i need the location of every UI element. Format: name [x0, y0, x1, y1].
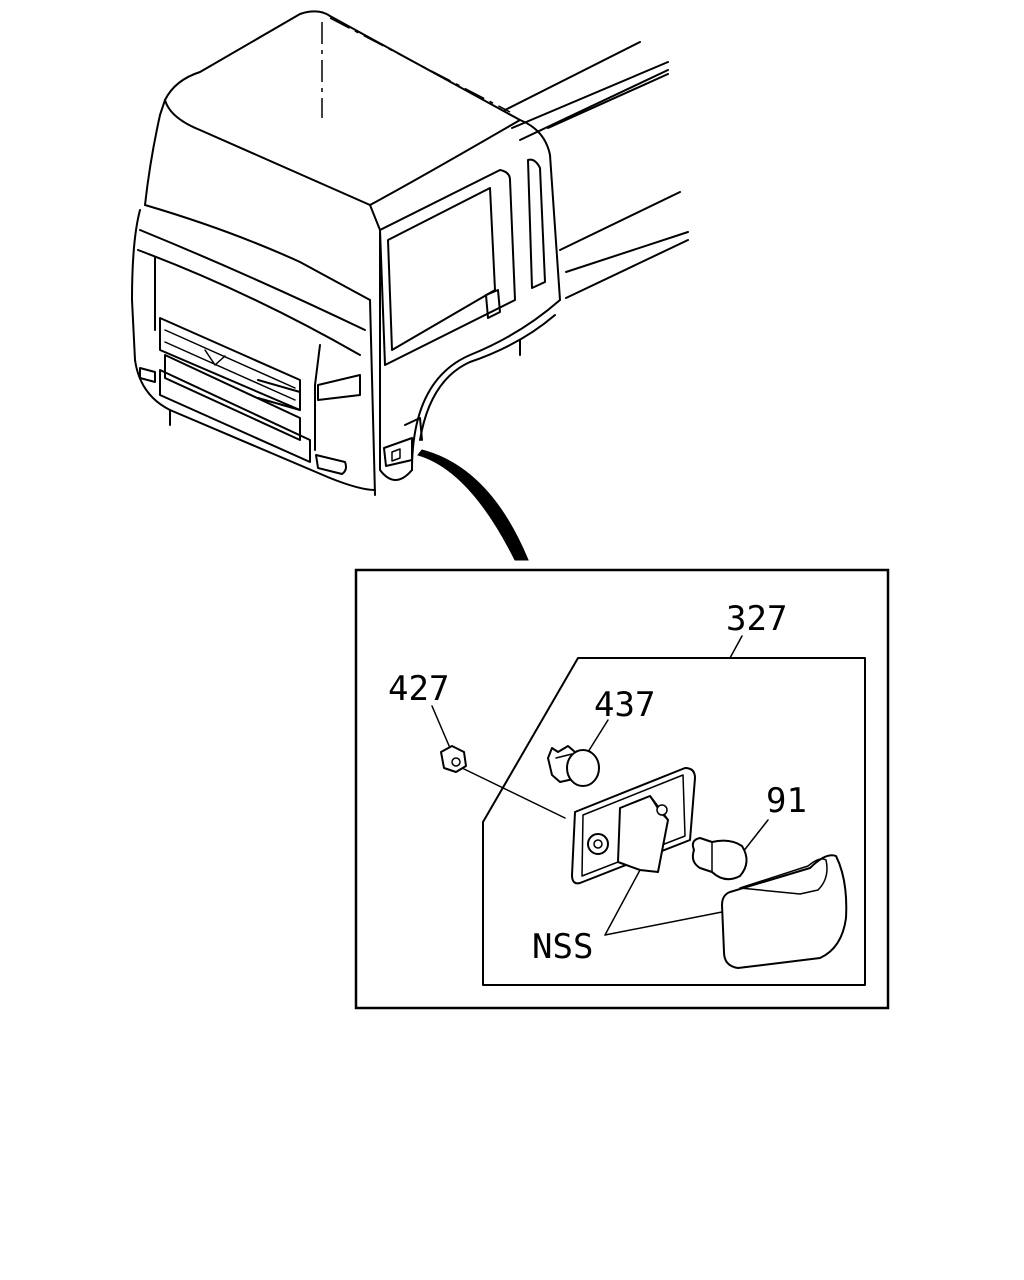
assembly-bracket [482, 657, 866, 986]
socket-part [547, 745, 600, 787]
bulb-part [691, 837, 748, 881]
callout-socket: 437 [594, 685, 655, 725]
truck-cab-illustration [131, 10, 689, 561]
lamp-housing [571, 767, 696, 885]
detail-frame [354, 568, 890, 1010]
callout-nut: 427 [388, 669, 449, 709]
lens-part [721, 854, 848, 969]
callout-not-serviced: NSS [532, 927, 593, 967]
callout-assembly: 327 [726, 599, 787, 639]
callout-bulb: 91 [766, 781, 807, 821]
nut-part [440, 745, 467, 773]
